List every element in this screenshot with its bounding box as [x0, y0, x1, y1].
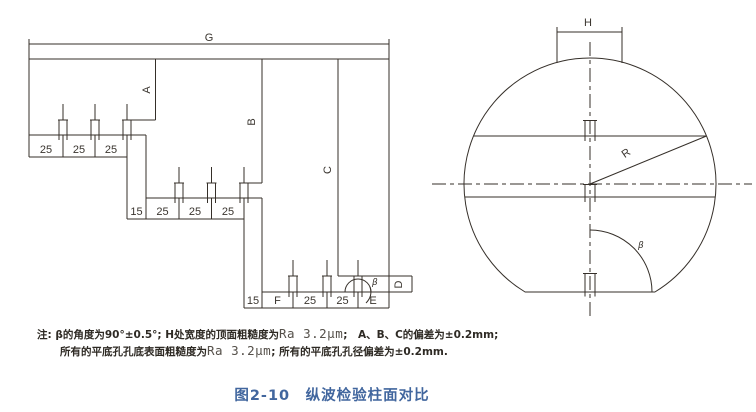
dim-b: B	[246, 59, 263, 184]
dim-value: 15	[247, 295, 259, 307]
dim-label-h: H	[584, 17, 592, 29]
angle-beta-right: β	[589, 229, 653, 293]
dim-label-d: D	[393, 280, 405, 288]
dim-value: 25	[189, 206, 201, 218]
flat-bottom-holes-step3	[288, 260, 363, 297]
dim-h: H	[556, 17, 623, 63]
dim-value: 25	[105, 144, 117, 156]
dim-value: 25	[40, 144, 52, 156]
dim-value: 25	[304, 295, 316, 307]
dim-label-r: R	[620, 146, 633, 160]
angle-label-beta: β	[637, 241, 644, 251]
dim-r: R	[589, 135, 707, 185]
cylinder-outline	[463, 57, 717, 293]
dim-row-1: 25 25 25	[29, 135, 128, 219]
dim-value: 25	[156, 206, 168, 218]
dim-label-a: A	[141, 86, 153, 94]
dim-d: D	[389, 276, 413, 293]
flat-bottom-holes-step1	[58, 104, 132, 140]
roughness-value: Ra 3.2μm	[207, 343, 271, 358]
angle-label-beta: β	[371, 278, 378, 288]
dim-c: C	[322, 59, 412, 277]
note-line-2: 所有的平底孔孔底表面粗糙度为Ra 3.2μm; 所有的平底孔孔径偏差为±0.2m…	[60, 343, 448, 358]
dim-label-g: G	[205, 32, 214, 44]
dim-value: 25	[222, 206, 234, 218]
block-outline	[28, 39, 390, 308]
flat-bottom-holes-step2	[174, 167, 249, 203]
dim-label-b: B	[246, 118, 258, 125]
flat-bottom-holes-cylinder	[583, 120, 597, 297]
dim-value: E	[369, 295, 376, 307]
dim-value: 25	[336, 295, 348, 307]
figure-caption: 图2-10 纵波检验柱面对比	[234, 386, 429, 404]
dim-value: 15	[130, 206, 142, 218]
dim-row-2: 15 25 25 25	[127, 198, 245, 308]
dim-value: F	[274, 295, 281, 307]
dim-a: A	[132, 59, 156, 121]
stepped-block-figure: G 25 25 25 15 25 25 25	[28, 32, 413, 309]
dim-row-3: 15 F 25 25 E	[244, 292, 389, 309]
cylinder-figure: H R β	[432, 17, 752, 320]
dim-value: 25	[73, 144, 85, 156]
note-line-1: 注: β的角度为90°±0.5°; H处宽度的顶面粗糙度为Ra 3.2μm; A…	[37, 326, 498, 341]
dim-g: G	[29, 32, 389, 45]
dim-label-c: C	[322, 166, 334, 174]
note-prefix: 注:	[37, 328, 55, 341]
angle-beta-left: β	[344, 278, 378, 304]
roughness-value: Ra 3.2μm	[279, 326, 343, 341]
notes-block: 注: β的角度为90°±0.5°; H处宽度的顶面粗糙度为Ra 3.2μm; A…	[37, 326, 498, 358]
